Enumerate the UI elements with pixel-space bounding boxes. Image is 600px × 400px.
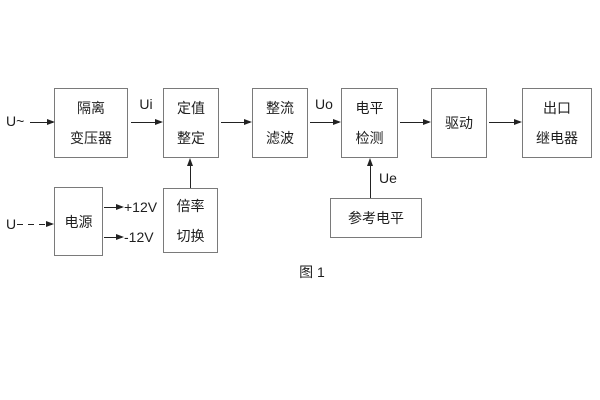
box-reference-level: 参考电平: [330, 198, 422, 238]
box-ratio-switch: 倍率 切换: [163, 188, 218, 253]
label-ue: Ue: [379, 170, 397, 186]
isolation-transformer-line1: 隔离: [77, 100, 105, 116]
output-relay-line1: 出口: [543, 100, 571, 116]
box-power-supply: 电源: [54, 187, 103, 256]
ratio-switch-line1: 倍率: [176, 197, 205, 214]
box-rectify-filter: 整流 滤波: [252, 88, 308, 158]
rectify-filter-line1: 整流: [266, 100, 294, 116]
label-plus-12v: +12V: [124, 199, 158, 215]
value-setting-line2: 整定: [177, 130, 205, 146]
box-value-setting: 定值 整定: [163, 88, 219, 158]
label-uo: Uo: [315, 96, 333, 112]
level-detection-line1: 电平: [355, 100, 384, 116]
label-ui: Ui: [139, 96, 153, 112]
arrow-power-supply-minus-12v: [104, 234, 124, 240]
arrow-drive-to-output-relay: [489, 119, 522, 125]
arrow-value-setting-to-rectify-filter: [221, 119, 252, 125]
arrow-level-detection-to-drive: [400, 119, 431, 125]
power-supply-line1: 电源: [64, 213, 93, 230]
box-output-relay: 出口 继电器: [522, 88, 592, 158]
arrow-dc-input-to-power-supply: [17, 220, 54, 227]
level-detection-line2: 检测: [355, 130, 384, 146]
arrow-isolation-transformer-to-value-setting: [131, 119, 163, 125]
drive-line1: 驱动: [445, 115, 473, 131]
isolation-transformer-line2: 变压器: [70, 130, 112, 146]
label-minus-12v: -12V: [124, 229, 154, 245]
value-setting-line1: 定值: [177, 100, 205, 116]
box-isolation-transformer: 隔离 变压器: [54, 88, 128, 158]
arrow-reference-level-to-level-detection: [367, 158, 373, 198]
box-drive: 驱动: [431, 88, 487, 158]
output-relay-line2: 继电器: [536, 130, 578, 146]
arrow-ac-input-to-isolation-transformer: [30, 119, 55, 125]
arrow-power-supply-plus-12v: [104, 204, 124, 210]
label-dc-input: U: [6, 216, 17, 232]
label-ac-input: U~: [6, 113, 25, 129]
reference-level-line1: 参考电平: [348, 210, 404, 226]
ratio-switch-line2: 切换: [176, 227, 205, 244]
rectify-filter-line2: 滤波: [266, 130, 294, 146]
arrow-rectify-filter-to-level-detection: [310, 119, 341, 125]
figure-caption: 图 1: [299, 264, 325, 280]
arrow-ratio-switch-to-value-setting: [187, 158, 193, 188]
box-level-detection: 电平 检测: [341, 88, 398, 158]
